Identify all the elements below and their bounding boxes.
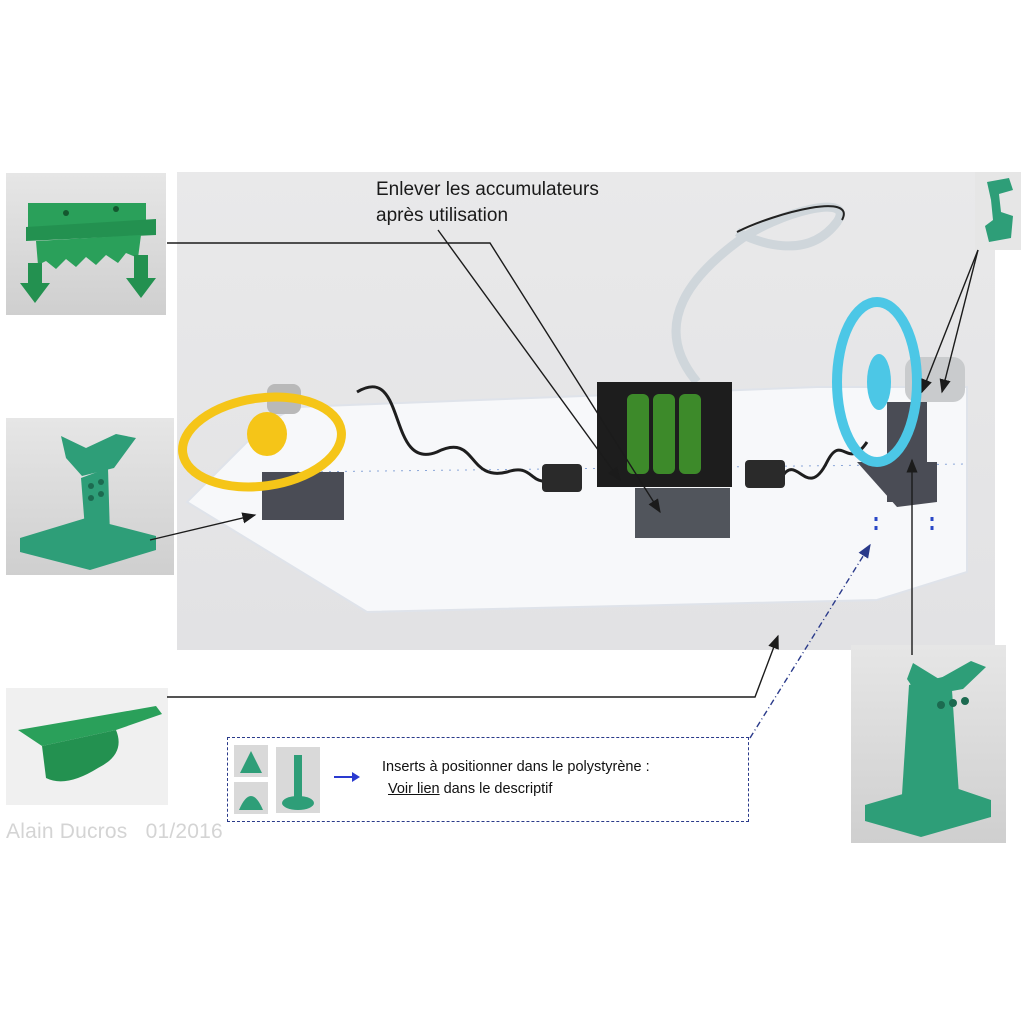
yellow-propeller bbox=[178, 392, 346, 492]
battery-1 bbox=[627, 394, 649, 474]
thumb-skirt-part bbox=[6, 688, 168, 805]
inserts-description: Inserts à positionner dans le polystyrèn… bbox=[382, 756, 650, 800]
signature-author: Alain Ducros bbox=[6, 820, 128, 843]
tube bbox=[671, 202, 845, 385]
arrow-right-icon bbox=[334, 772, 360, 782]
insert-thumb-1 bbox=[234, 745, 268, 777]
wire-right bbox=[780, 441, 869, 480]
inserts-line2: dans le descriptif bbox=[439, 781, 553, 797]
connector-left bbox=[542, 464, 582, 492]
thumb-left-support bbox=[6, 418, 174, 575]
signature: Alain Ducros 01/2016 bbox=[6, 820, 223, 844]
battery-2 bbox=[653, 394, 675, 474]
battery-callout-line2: après utilisation bbox=[376, 205, 509, 226]
thumb-rack-part bbox=[6, 173, 166, 315]
signature-date: 01/2016 bbox=[145, 820, 223, 843]
inserts-line1: Inserts à positionner dans le polystyrèn… bbox=[382, 759, 650, 775]
connector-right bbox=[745, 460, 785, 488]
battery-callout: Enlever les accumulateurs après utilisat… bbox=[376, 177, 599, 229]
wire-left bbox=[356, 385, 563, 483]
yellow-propeller-hub bbox=[247, 412, 287, 456]
thumb-clip-part bbox=[975, 172, 1021, 250]
battery-3 bbox=[679, 394, 701, 474]
battery-callout-line1: Enlever les accumulateurs bbox=[376, 179, 599, 200]
thumb-right-support bbox=[851, 645, 1006, 843]
insert-thumb-2 bbox=[234, 782, 268, 814]
blue-propeller-hub bbox=[867, 354, 891, 410]
voir-lien-link[interactable]: Voir lien bbox=[388, 781, 440, 797]
inserts-legend: Inserts à positionner dans le polystyrèn… bbox=[227, 737, 749, 822]
insert-thumb-3 bbox=[276, 747, 320, 813]
blue-propeller bbox=[832, 297, 922, 467]
